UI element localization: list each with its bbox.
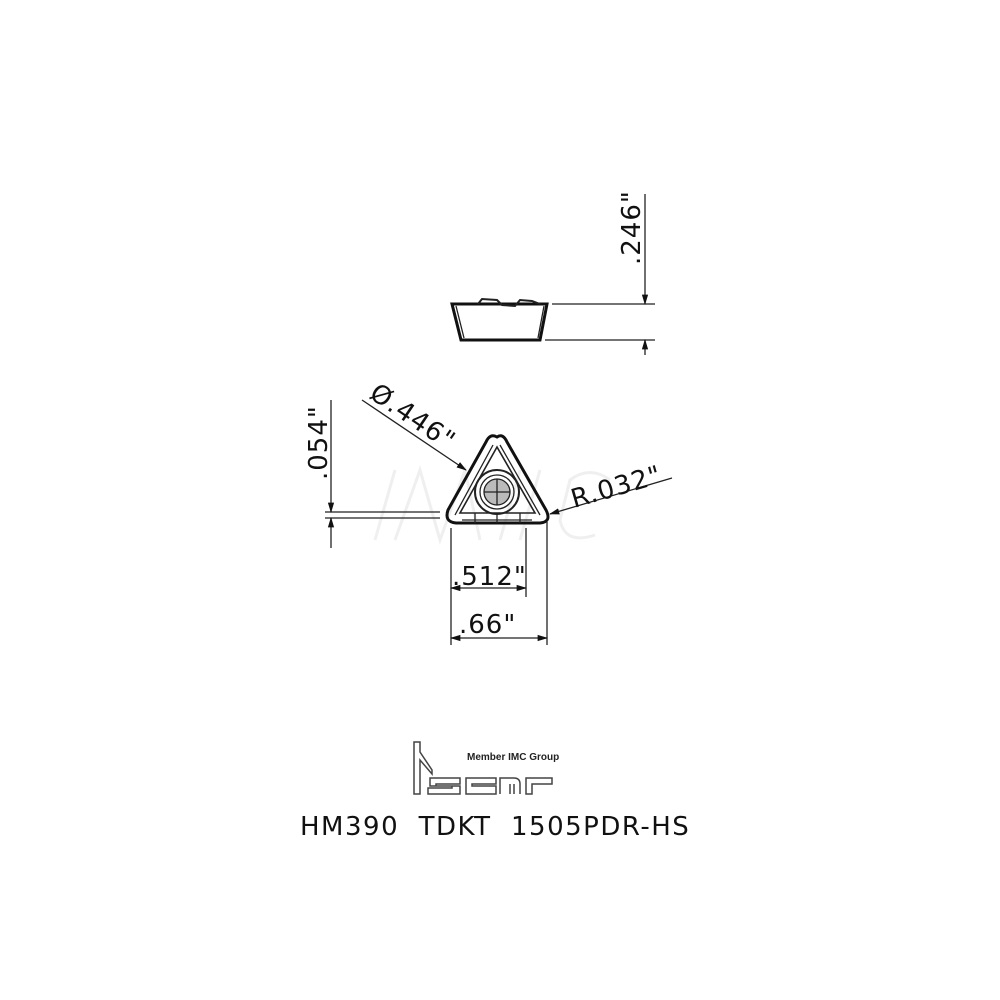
dim-width-inner: .512" — [452, 562, 527, 592]
dim-corner-radius: R.032" — [568, 460, 666, 514]
watermark — [373, 464, 611, 545]
part-number: HM390 TDKT 1505PDR-HS — [300, 812, 691, 842]
dim-thickness: .246" — [617, 190, 647, 265]
brand-tagline: Member IMC Group — [467, 752, 560, 763]
iscar-logo — [413, 741, 553, 795]
dim-width-overall: .66" — [459, 610, 516, 640]
dim-inscribed-circle: Ø.446" — [364, 378, 461, 457]
top-view: .054" Ø.446" R.032" .512" .66" — [304, 378, 673, 645]
side-view: .246" — [450, 190, 655, 355]
dim-land-height: .054" — [304, 405, 334, 480]
